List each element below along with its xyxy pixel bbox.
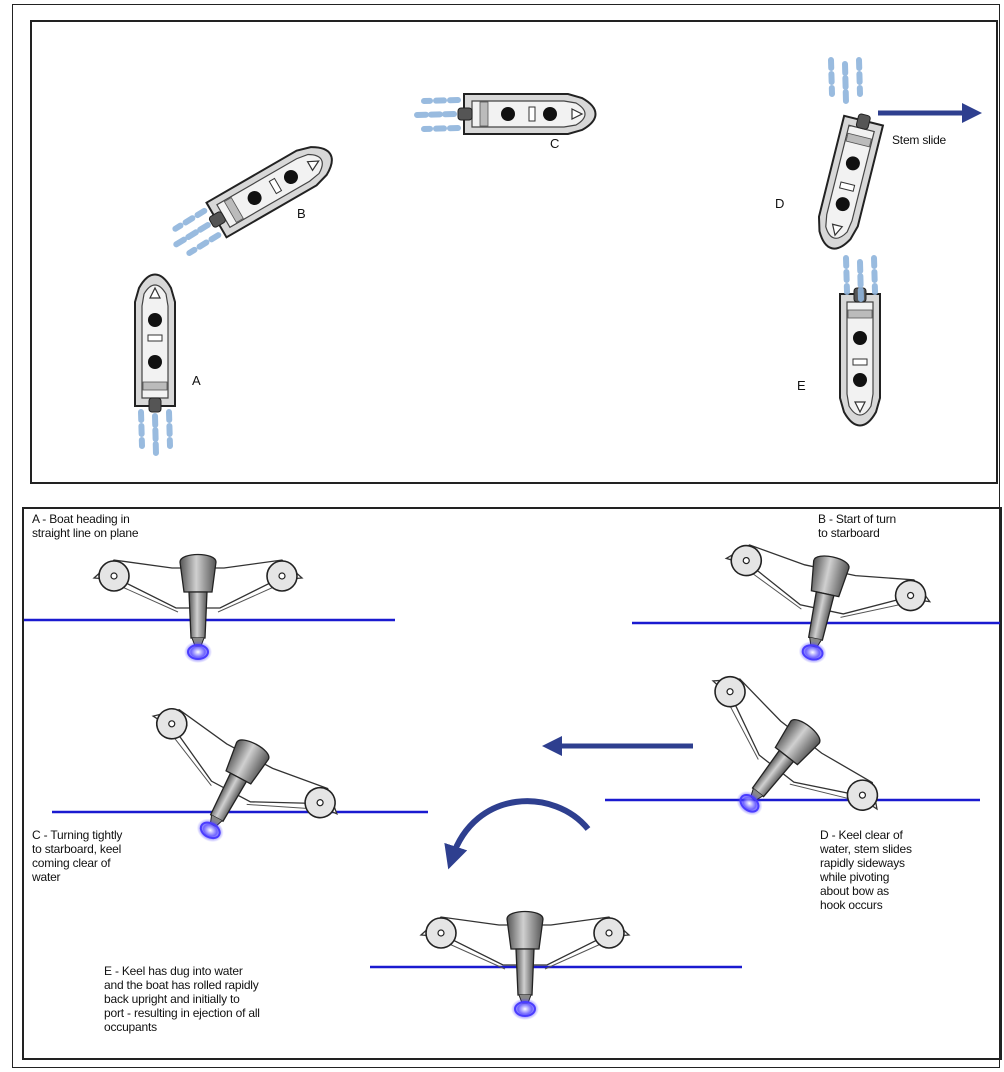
hull-c	[112, 694, 349, 890]
caption-a: A - Boat heading in straight line on pla…	[32, 512, 139, 540]
boat-c-letter: C	[550, 136, 560, 151]
boat-e	[839, 287, 881, 427]
caption-d: D - Keel clear of water, stem slides rap…	[820, 828, 912, 912]
boat-b	[165, 135, 342, 261]
boat-c	[416, 93, 597, 135]
roll-arrow-curved	[444, 798, 591, 870]
caption-b: B - Start of turn to starboard	[818, 512, 896, 540]
caption-c: C - Turning tightly to starboard, keel c…	[32, 828, 123, 884]
outer-frame	[12, 4, 1000, 1068]
rear-view-panel	[22, 507, 1002, 1060]
boat-b-letter: B	[297, 206, 306, 221]
boat-d	[811, 109, 886, 255]
stern-slide-label: Stem slide	[892, 133, 947, 147]
hull-a	[93, 553, 303, 664]
boat-d-spray	[831, 60, 860, 102]
hull-b	[707, 534, 936, 686]
caption-e: E - Keel has dug into water and the boat…	[104, 964, 260, 1034]
boat-d-letter: D	[775, 196, 785, 211]
boat-a	[134, 273, 176, 455]
top-view-panel	[30, 20, 998, 484]
boat-a-letter: A	[192, 373, 201, 388]
boat-e-letter: E	[797, 378, 806, 393]
